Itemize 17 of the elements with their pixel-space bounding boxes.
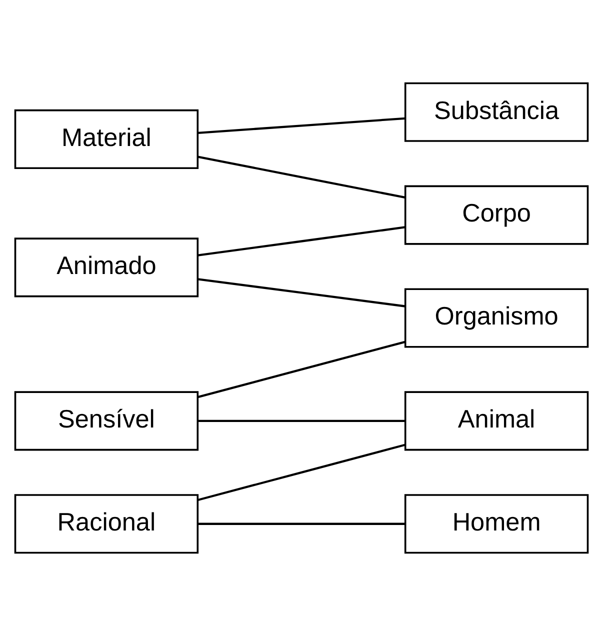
connector: [198, 522, 405, 524]
node-box: Racional: [14, 494, 199, 554]
node-box: Sensível: [14, 390, 199, 450]
node-box: Animal: [404, 390, 589, 450]
connector: [198, 278, 406, 307]
connector: [198, 443, 406, 501]
node-box: Homem: [404, 494, 589, 554]
connector: [198, 340, 406, 398]
node-box: Corpo: [404, 184, 589, 244]
connector: [198, 116, 405, 134]
connector: [198, 155, 406, 198]
node-box: Substância: [404, 82, 589, 142]
node-box: Organismo: [404, 288, 589, 348]
connector: [198, 226, 406, 256]
node-box: Animado: [14, 237, 199, 297]
node-box: Material: [14, 108, 199, 168]
connector: [198, 419, 405, 422]
